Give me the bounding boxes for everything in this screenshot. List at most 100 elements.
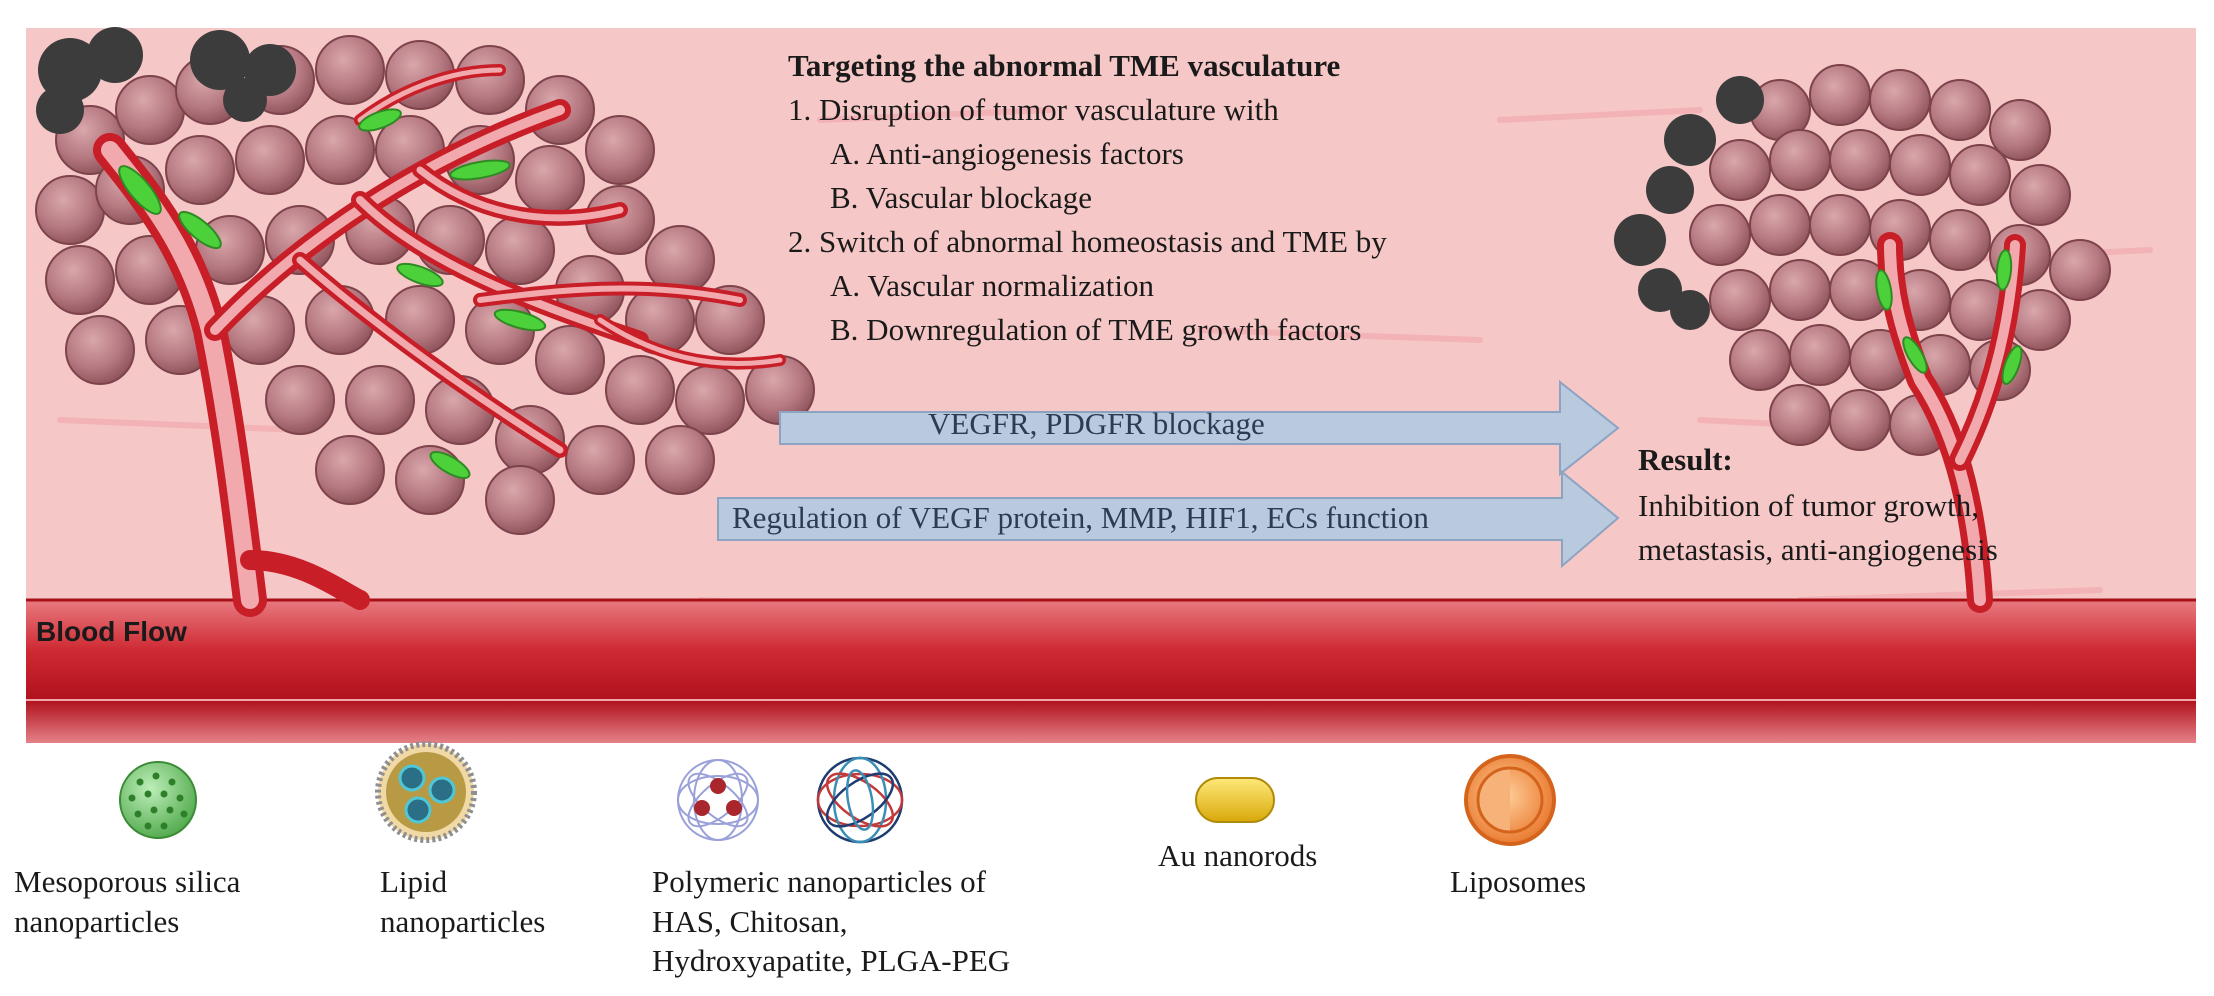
tumor-cell bbox=[1889, 134, 1951, 196]
tumor-cell bbox=[2009, 164, 2071, 226]
tumor-cell bbox=[1929, 79, 1991, 141]
endothelial-cell bbox=[118, 165, 162, 215]
result-line-2: metastasis, anti-angiogenesis bbox=[1638, 532, 1998, 567]
strategy-item-1: 1. Disruption of tumor vasculature with bbox=[788, 92, 1279, 127]
lipid-nanoparticle-icon bbox=[375, 741, 477, 843]
right-necrotic-region bbox=[1614, 76, 1764, 330]
endothelial-cell bbox=[1875, 269, 1893, 311]
tissue-streak bbox=[1497, 107, 1703, 123]
strategy-heading: Targeting the abnormal TME vasculature bbox=[788, 48, 1341, 83]
right-endothelial-cells bbox=[1875, 249, 2023, 385]
necrotic-cell bbox=[1664, 114, 1716, 166]
tumor-cell bbox=[165, 135, 235, 205]
tumor-cell bbox=[515, 145, 585, 215]
necrotic-cell bbox=[1646, 166, 1694, 214]
vessel-branch bbox=[296, 256, 564, 454]
np-label-line: nanoparticles bbox=[380, 903, 546, 939]
necrotic-cell bbox=[36, 86, 84, 134]
tumor-cell bbox=[585, 115, 655, 185]
necrotic-cell bbox=[1638, 268, 1682, 312]
tumor-cell bbox=[1749, 194, 1811, 256]
tumor-cell bbox=[1809, 194, 1871, 256]
np-label-line: HAS, Chitosan, bbox=[652, 903, 848, 939]
vessel-branch bbox=[356, 196, 644, 344]
left-necrotic-region bbox=[36, 27, 296, 134]
tissue-streak bbox=[57, 417, 303, 433]
tumor-cell bbox=[565, 425, 635, 495]
tissue-streak bbox=[1197, 327, 1483, 343]
left-endothelial-cells bbox=[118, 108, 547, 479]
np-label-mesoporous-silica: Mesoporous silica nanoparticles bbox=[14, 862, 240, 941]
tumor-cell bbox=[1809, 64, 1871, 126]
blood-flow-vessel bbox=[26, 600, 2196, 743]
tumor-cell bbox=[1869, 69, 1931, 131]
tumor-cell bbox=[675, 365, 745, 435]
tumor-cell bbox=[485, 215, 555, 285]
np-label-line: nanoparticles bbox=[14, 903, 180, 939]
np-label-polymeric: Polymeric nanoparticles of HAS, Chitosan… bbox=[652, 862, 1010, 981]
tumor-cell bbox=[115, 75, 185, 145]
np-label-line: Au nanorods bbox=[1158, 838, 1318, 873]
endothelial-cell bbox=[178, 210, 222, 250]
necrotic-cell bbox=[1670, 290, 1710, 330]
vessel-branch bbox=[1955, 240, 2020, 465]
strategy-item-2: 2. Switch of abnormal homeostasis and TM… bbox=[788, 224, 1387, 259]
arrow-vegfr-blockage bbox=[779, 379, 1620, 477]
result-line-1: Inhibition of tumor growth, bbox=[1638, 488, 1979, 523]
vessel-branch bbox=[357, 67, 503, 123]
tumor-cell bbox=[695, 285, 765, 355]
tumor-cell bbox=[1729, 329, 1791, 391]
tissue-streak bbox=[1797, 587, 2103, 603]
vessel-branch bbox=[1884, 239, 1986, 606]
vessel-branch bbox=[477, 285, 743, 303]
necrotic-cell bbox=[38, 38, 102, 102]
np-label-line: Liposomes bbox=[1450, 864, 1587, 899]
tumor-cell bbox=[605, 355, 675, 425]
strategy-item-2a: A. Vascular normalization bbox=[830, 268, 1154, 303]
right-vessel bbox=[1877, 232, 2026, 613]
tissue-streak bbox=[817, 107, 1053, 123]
blood-flow-label: Blood Flow bbox=[36, 616, 187, 647]
strategy-item-2b: B. Downregulation of TME growth factors bbox=[830, 312, 1362, 347]
arrow-vegfr-label: VEGFR, PDGFR blockage bbox=[928, 406, 1265, 441]
tumor-cell bbox=[45, 245, 115, 315]
tumor-cell bbox=[1789, 324, 1851, 386]
tumor-cell bbox=[1709, 269, 1771, 331]
right-tumor-cluster bbox=[1689, 64, 2111, 456]
tumor-cell bbox=[1829, 129, 1891, 191]
endothelial-cell bbox=[358, 108, 402, 132]
mesoporous-silica-icon bbox=[119, 761, 197, 839]
necrotic-cell bbox=[223, 78, 267, 122]
tumor-cell bbox=[1929, 209, 1991, 271]
tumor-cell bbox=[265, 365, 335, 435]
endothelial-cell bbox=[1995, 249, 2013, 291]
tumor-cell bbox=[1989, 99, 2051, 161]
tumor-cell bbox=[345, 365, 415, 435]
np-label-au-nanorods: Au nanorods bbox=[1158, 836, 1317, 876]
necrotic-cell bbox=[87, 27, 143, 83]
liposome-icon bbox=[1464, 754, 1556, 846]
tumor-cell bbox=[1709, 139, 1771, 201]
np-label-line: Polymeric nanoparticles of bbox=[652, 864, 987, 899]
tumor-cell bbox=[1769, 259, 1831, 321]
strategy-item-1a: A. Anti-angiogenesis factors bbox=[830, 136, 1184, 171]
endothelial-cell bbox=[1902, 336, 1928, 374]
endothelial-cell bbox=[449, 159, 511, 181]
tumor-cell bbox=[1689, 204, 1751, 266]
endothelial-cell bbox=[396, 262, 444, 288]
tumor-cell bbox=[305, 115, 375, 185]
necrotic-cell bbox=[1614, 214, 1666, 266]
np-label-liposomes: Liposomes bbox=[1450, 862, 1586, 902]
tumor-cell bbox=[1949, 144, 2011, 206]
result-title: Result: bbox=[1638, 442, 1733, 477]
tumor-cell bbox=[315, 435, 385, 505]
polymeric-nanoparticle-icon bbox=[677, 756, 904, 844]
arrow-vegf-regulation bbox=[717, 469, 1620, 569]
tumor-cell bbox=[1769, 384, 1831, 446]
np-label-line: Mesoporous silica bbox=[14, 864, 241, 899]
tumor-cell bbox=[1769, 129, 1831, 191]
tumor-cell bbox=[485, 465, 555, 535]
au-nanorod-icon bbox=[1195, 777, 1275, 823]
tumor-cell bbox=[2049, 239, 2111, 301]
